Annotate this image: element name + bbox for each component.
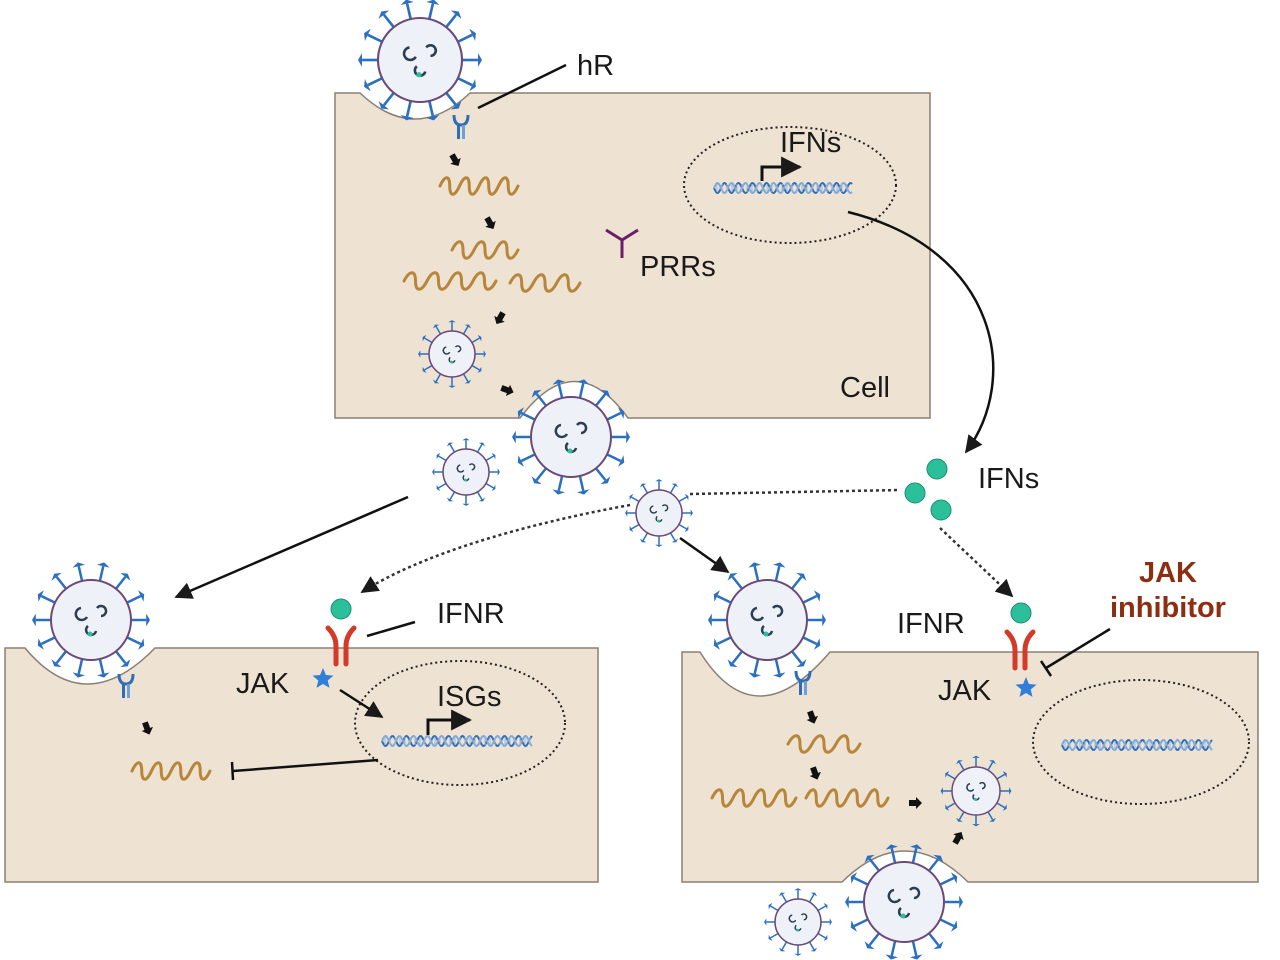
ifn-particle-icon [926,458,948,480]
hr-pointer-line [477,63,567,110]
isgs-label: ISGs [437,681,501,713]
jak-inhibitor-label-line1: JAK [1139,557,1197,589]
rna-icon [438,176,520,196]
dna-icon [713,182,853,194]
rna-icon [450,240,520,260]
inhibition-icon [230,758,379,781]
virus-icon [358,0,482,121]
ifnr-receptor-icon [1004,629,1036,671]
ifn-particle-icon [904,482,926,504]
ifns-free-label: IFNs [978,463,1039,495]
rna-icon [130,761,212,781]
prr-icon [605,228,639,258]
rna-icon [786,734,862,754]
step-arrow-icon [909,797,922,809]
ifnr-left-label: IFNR [437,598,505,630]
dotted-line-icon [689,488,901,496]
step-arrow-icon [484,216,496,230]
jak-right-label: JAK [938,675,992,707]
step-arrow-icon [806,710,818,724]
dna-icon [1061,739,1213,751]
virus-icon [708,562,826,678]
rna-icon [710,788,798,808]
step-arrow-icon [952,831,964,845]
jak-left-label: JAK [236,668,290,700]
virus-icon [32,562,150,678]
right-nucleus [1032,679,1250,805]
step-arrow-icon [809,766,821,780]
step-arrow-icon [494,311,506,325]
jak-inhibitor-label-line2: inhibitor [1110,592,1226,624]
transcription-arrow-icon [426,709,473,735]
virus-icon [418,320,486,388]
virus-icon [764,888,832,956]
dotted-arrow-icon [939,527,1014,598]
step-arrow-icon [500,384,514,396]
hr-label: hR [577,50,614,82]
ifns-nucleus-label: IFNs [780,127,841,159]
receptor-icon [452,114,470,139]
rna-icon [508,273,582,293]
jak-star-icon [312,668,334,688]
transcription-arrow-icon [760,156,803,181]
prrs-label: PRRs [640,251,716,283]
signaling-arrow-icon [339,688,384,719]
virus-icon [940,755,1012,827]
ifn-particle-icon [1010,602,1032,624]
virus-icon [512,379,630,495]
cell-label: Cell [840,372,890,404]
rna-icon [402,271,498,291]
virus-icon [625,479,693,547]
infection-arrow-icon [679,536,730,574]
ifnr-receptor-icon [325,625,357,667]
ifn-particle-icon [330,598,352,620]
ifn-particle-icon [930,499,952,521]
infection-arrow-icon [174,495,409,599]
jak-star-icon [1015,677,1037,697]
ifn-secretion-arrow-icon [847,210,995,454]
left-nucleus [354,660,566,786]
dna-icon [381,735,533,747]
top-nucleus [683,126,897,244]
virus-icon [432,438,500,506]
ifnr-pointer-line [366,620,416,638]
ifnr-right-label: IFNR [897,608,965,640]
jak-inhibition-icon [1039,627,1111,677]
rna-icon [804,788,890,808]
step-arrow-icon [141,721,153,735]
receptor-icon [794,670,812,695]
receptor-icon [117,673,135,698]
step-arrow-icon [449,153,461,167]
virus-icon [845,844,963,960]
dotted-arrow-icon [360,503,631,594]
